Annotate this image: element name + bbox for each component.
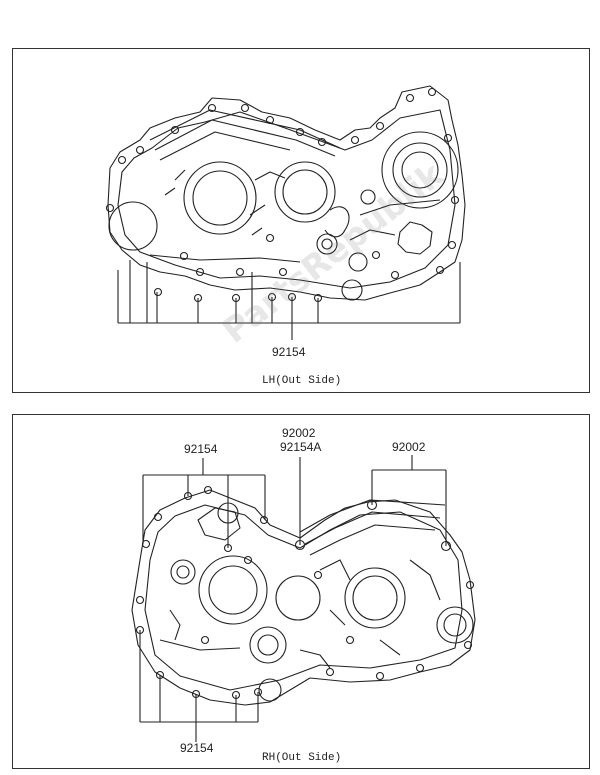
part-number-92154-lh: 92154 — [272, 345, 306, 359]
rh-outside-caption: RH(Out Side) — [262, 752, 342, 764]
part-number-92002-center: 92002 — [282, 426, 316, 440]
lh-outside-caption: LH(Out Side) — [262, 375, 342, 387]
rh-outside-panel — [12, 414, 590, 769]
lh-crankcase-drawing — [105, 85, 466, 340]
part-number-92002-right: 92002 — [392, 440, 426, 454]
part-number-92154-rh-lower: 92154 — [180, 741, 214, 755]
rh-crankcase-drawing — [131, 455, 476, 742]
part-number-92154-rh-upper: 92154 — [184, 442, 218, 456]
part-number-92154a-center: 92154A — [280, 440, 322, 454]
lh-outside-panel — [12, 48, 590, 393]
